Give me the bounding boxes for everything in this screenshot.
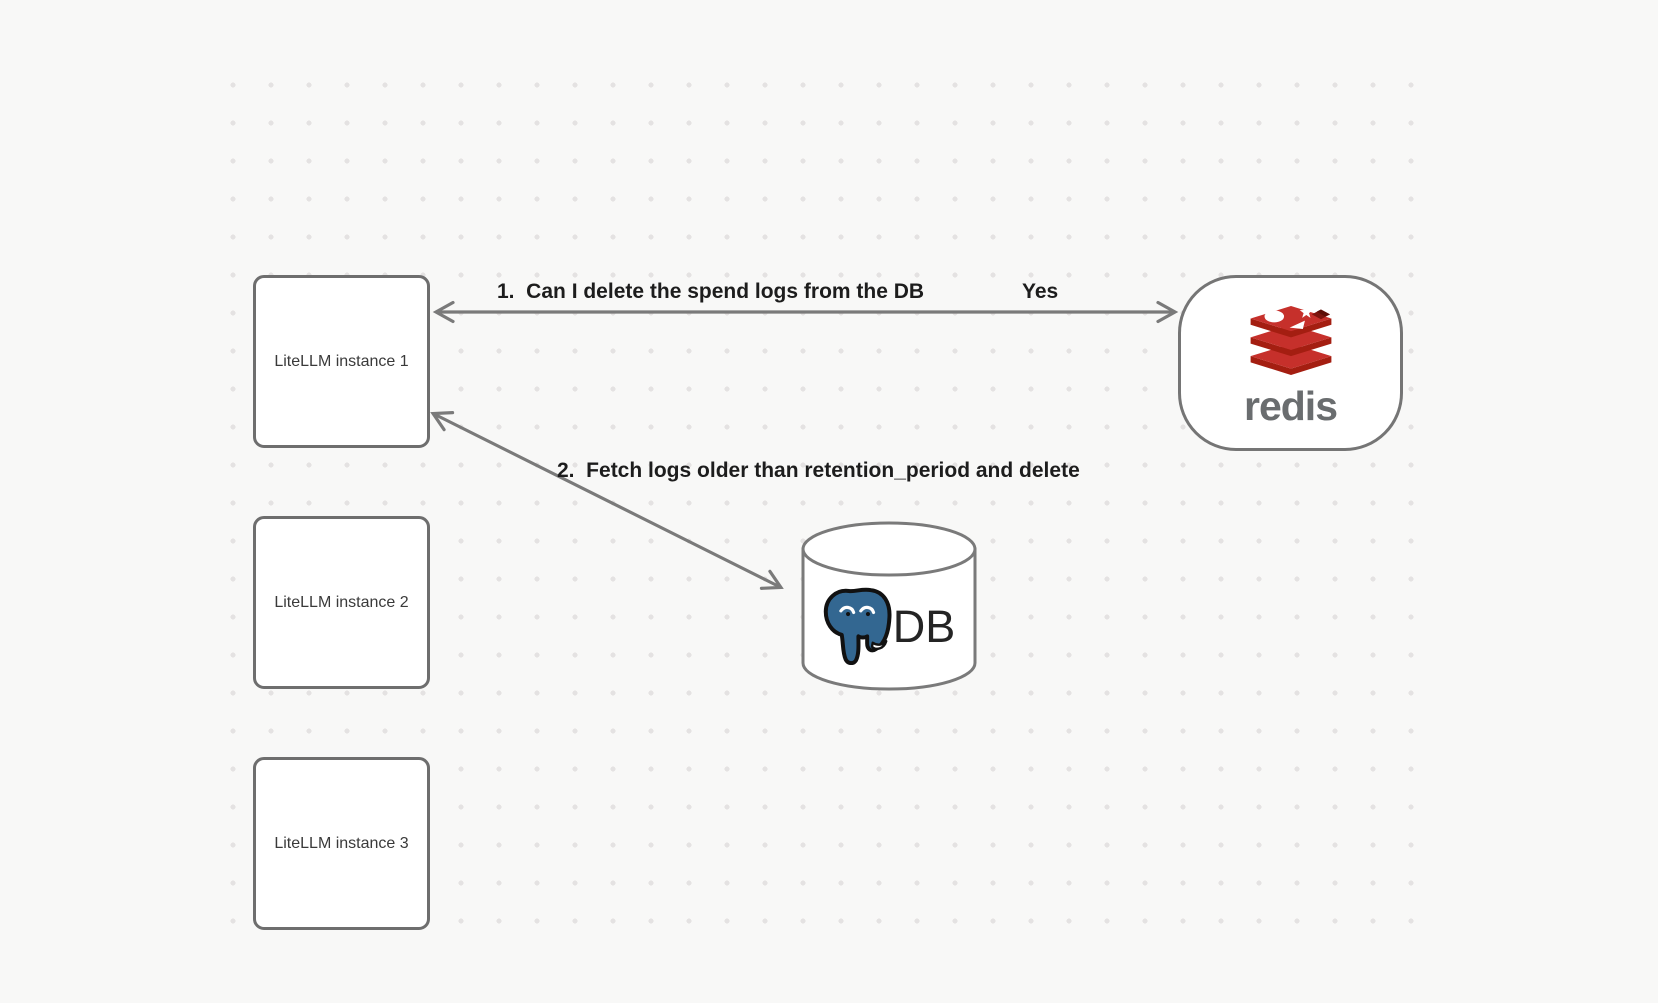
- node-label: LiteLLM instance 1: [274, 352, 409, 370]
- postgresql-elephant-icon: [823, 587, 892, 665]
- node-label: LiteLLM instance 2: [274, 593, 409, 611]
- node-litellm-instance-2[interactable]: LiteLLM instance 2: [253, 516, 430, 689]
- node-litellm-instance-1[interactable]: LiteLLM instance 1: [253, 275, 430, 448]
- redis-logo-icon: [1250, 305, 1331, 375]
- node-label: LiteLLM instance 3: [274, 834, 409, 852]
- edge-label-yes: Yes: [1022, 280, 1059, 303]
- node-db[interactable]: DB: [800, 520, 978, 692]
- node-litellm-instance-3[interactable]: LiteLLM instance 3: [253, 757, 430, 930]
- edge-label-delete-spend-logs: 1. Can I delete the spend logs from the …: [497, 280, 925, 303]
- arrow-instance1-db[interactable]: [430, 411, 784, 590]
- node-redis[interactable]: redis: [1178, 275, 1403, 451]
- edge-label-fetch-logs: 2. Fetch logs older than retention_perio…: [557, 459, 1080, 482]
- db-label: DB: [892, 600, 956, 652]
- redis-wordmark: redis: [1244, 382, 1338, 429]
